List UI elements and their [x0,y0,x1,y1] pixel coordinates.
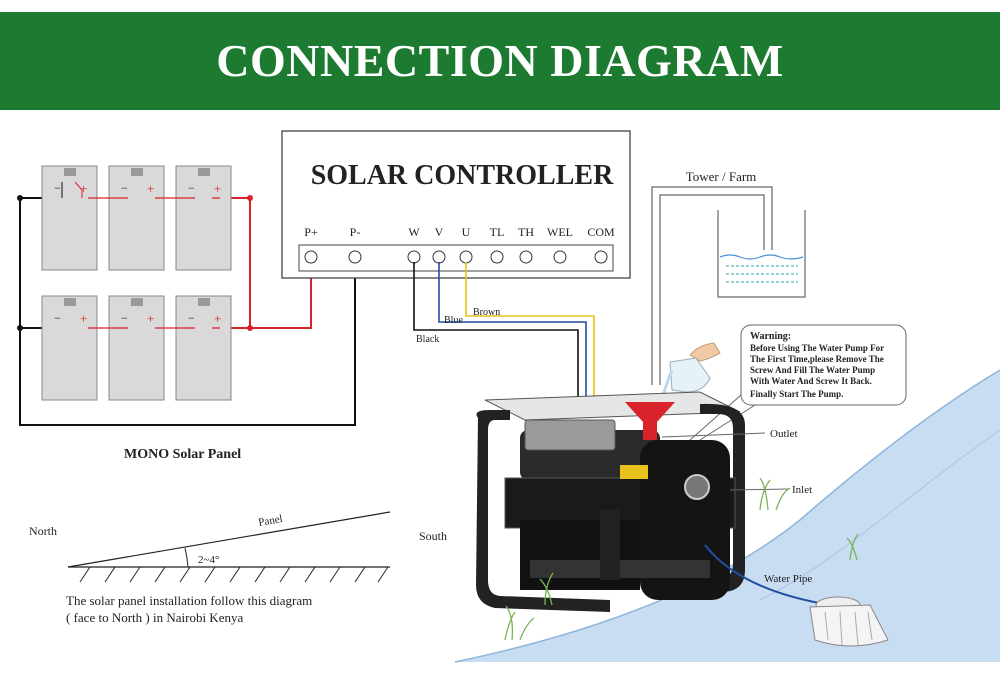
panel-minus: − [54,311,61,325]
warning-line: With Water And Screw It Back. [750,376,872,386]
warning-line: The First Time,please Remove The [750,354,884,364]
warning-line: Finally Start The Pump. [750,389,843,399]
warning-callout: Warning: Before Using The Water Pump For… [689,324,907,441]
panel-plus: + [147,181,154,196]
panel-red-wire [220,197,251,329]
solar-panel-array: − + − + − + − + − + − + [17,165,356,426]
terminal-connector [407,250,421,264]
panel-black-wire [19,197,356,426]
terminal-label: P- [350,225,361,239]
page-title: CONNECTION DIAGRAM [216,35,784,86]
outlet-label: Outlet [770,428,798,440]
water-jug-icon [660,342,721,401]
outlet-pipe-inner [659,194,765,385]
terminal-connector [459,250,473,264]
panel-plus: + [80,181,87,196]
grass-icon [504,477,859,641]
north-label: North [29,524,57,538]
terminal-connector [348,250,362,264]
controller-terminals: P+ P- W V U TL TH WEL COM [304,225,615,264]
controller-title: SOLAR CONTROLLER [311,160,614,191]
header-banner: CONNECTION DIAGRAM [0,12,1000,110]
terminal-label: U [462,225,471,239]
solar-panel [41,165,98,271]
panel-minus: − [54,181,61,195]
panel-minus: − [121,311,128,325]
installation-note-line1: The solar panel installation follow this… [66,593,312,608]
water-pump [476,391,745,612]
black-wire [413,262,579,398]
solar-panel [175,165,232,271]
tower-label: Tower / Farm [686,169,757,184]
panel-minus: − [188,181,195,195]
terminal-connector [594,250,608,264]
panel-plus: + [147,311,154,326]
solar-panel [41,295,98,401]
panel-array-label: MONO Solar Panel [124,447,241,462]
brown-wire-label: Brown [473,307,500,318]
water-area [455,370,1000,662]
terminal-label: WEL [547,225,573,239]
panel-plus: + [214,181,221,196]
water-edge [454,369,1000,663]
tilt-diagram [67,511,391,583]
outlet-pipe [651,186,773,385]
terminal-connector [553,250,567,264]
panel-red-feed [250,265,312,329]
terminal-label: W [408,225,420,239]
terminal-connector [519,250,533,264]
panel-plus: + [80,311,87,326]
panel-plus: + [214,311,221,326]
blue-wire-label: Blue [444,315,463,326]
terminal-label: P+ [304,225,318,239]
south-label: South [419,529,447,543]
water-edge-2 [759,429,1000,601]
solar-panel [175,295,232,401]
warning-line: Screw And Fill The Water Pump [750,365,875,375]
panel-minus: − [121,181,128,195]
panel-minus: − [188,311,195,325]
terminal-connector [304,250,318,264]
inlet-label: Inlet [792,484,812,496]
terminal-label: COM [587,225,615,239]
terminal-label: TL [490,225,505,239]
water-pipe [704,544,831,606]
warning-line: Before Using The Water Pump For [750,343,884,353]
terminal-connector [490,250,504,264]
black-wire-label: Black [416,334,439,345]
solar-panel [108,295,165,401]
installation-note-line2: ( face to North ) in Nairobi Kenya [66,610,243,625]
yellow-wire [465,262,595,398]
terminal-label: TH [518,225,534,239]
foot-valve-icon [809,596,889,647]
terminal-connector [432,250,446,264]
water-tank [717,210,806,298]
tilt-angle-label: 2~4° [198,554,219,566]
panel-tilt-label: Panel [257,513,283,529]
water-pipe-label: Water Pipe [764,573,812,585]
blue-wire [438,262,587,398]
solar-controller: SOLAR CONTROLLER [281,130,631,279]
terminal-label: V [435,225,444,239]
warning-title: Warning: [750,331,791,342]
solar-panel [108,165,165,271]
